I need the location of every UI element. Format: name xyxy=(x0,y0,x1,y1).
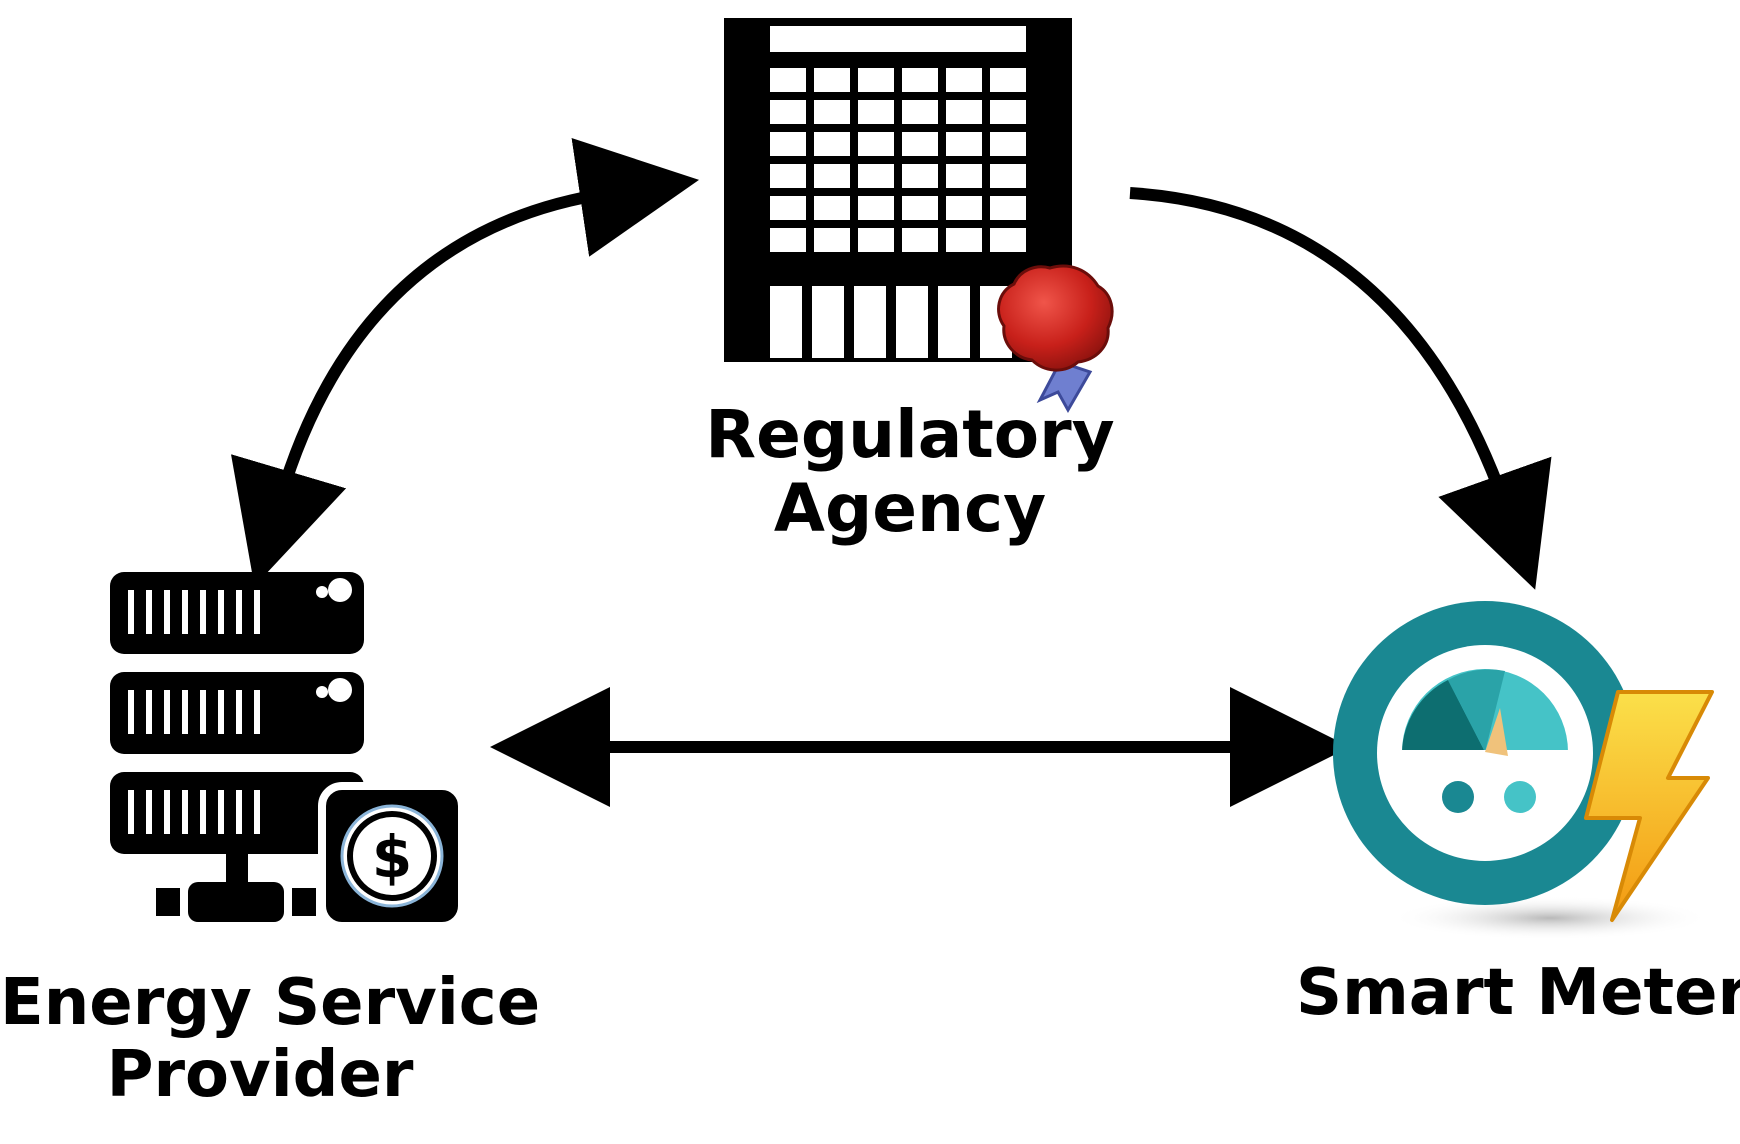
energy-service-provider-label-line2: Provider xyxy=(106,1037,414,1112)
smart-meter-label-text: Smart Meter xyxy=(1296,956,1740,1030)
server-rack-with-dollar-icon: $ xyxy=(110,572,466,930)
energy-service-provider-label-line1: Energy Service xyxy=(0,966,541,1040)
arrow-regulator-to-esp xyxy=(231,138,700,587)
smart-meter-label: Smart Meter xyxy=(1296,956,1740,1030)
arrow-regulator-to-meter xyxy=(1129,187,1552,590)
regulatory-agency-label-line2: Agency xyxy=(773,469,1047,547)
energy-service-provider-label: Energy Service Provider xyxy=(0,966,541,1112)
regulatory-agency-label: Regulatory Agency xyxy=(700,398,1120,546)
government-building-with-seal-icon xyxy=(724,18,1114,414)
gauge-with-lightning-icon xyxy=(1333,601,1714,940)
svg-text:$: $ xyxy=(372,823,412,891)
regulatory-agency-label-line1: Regulatory xyxy=(705,396,1115,473)
